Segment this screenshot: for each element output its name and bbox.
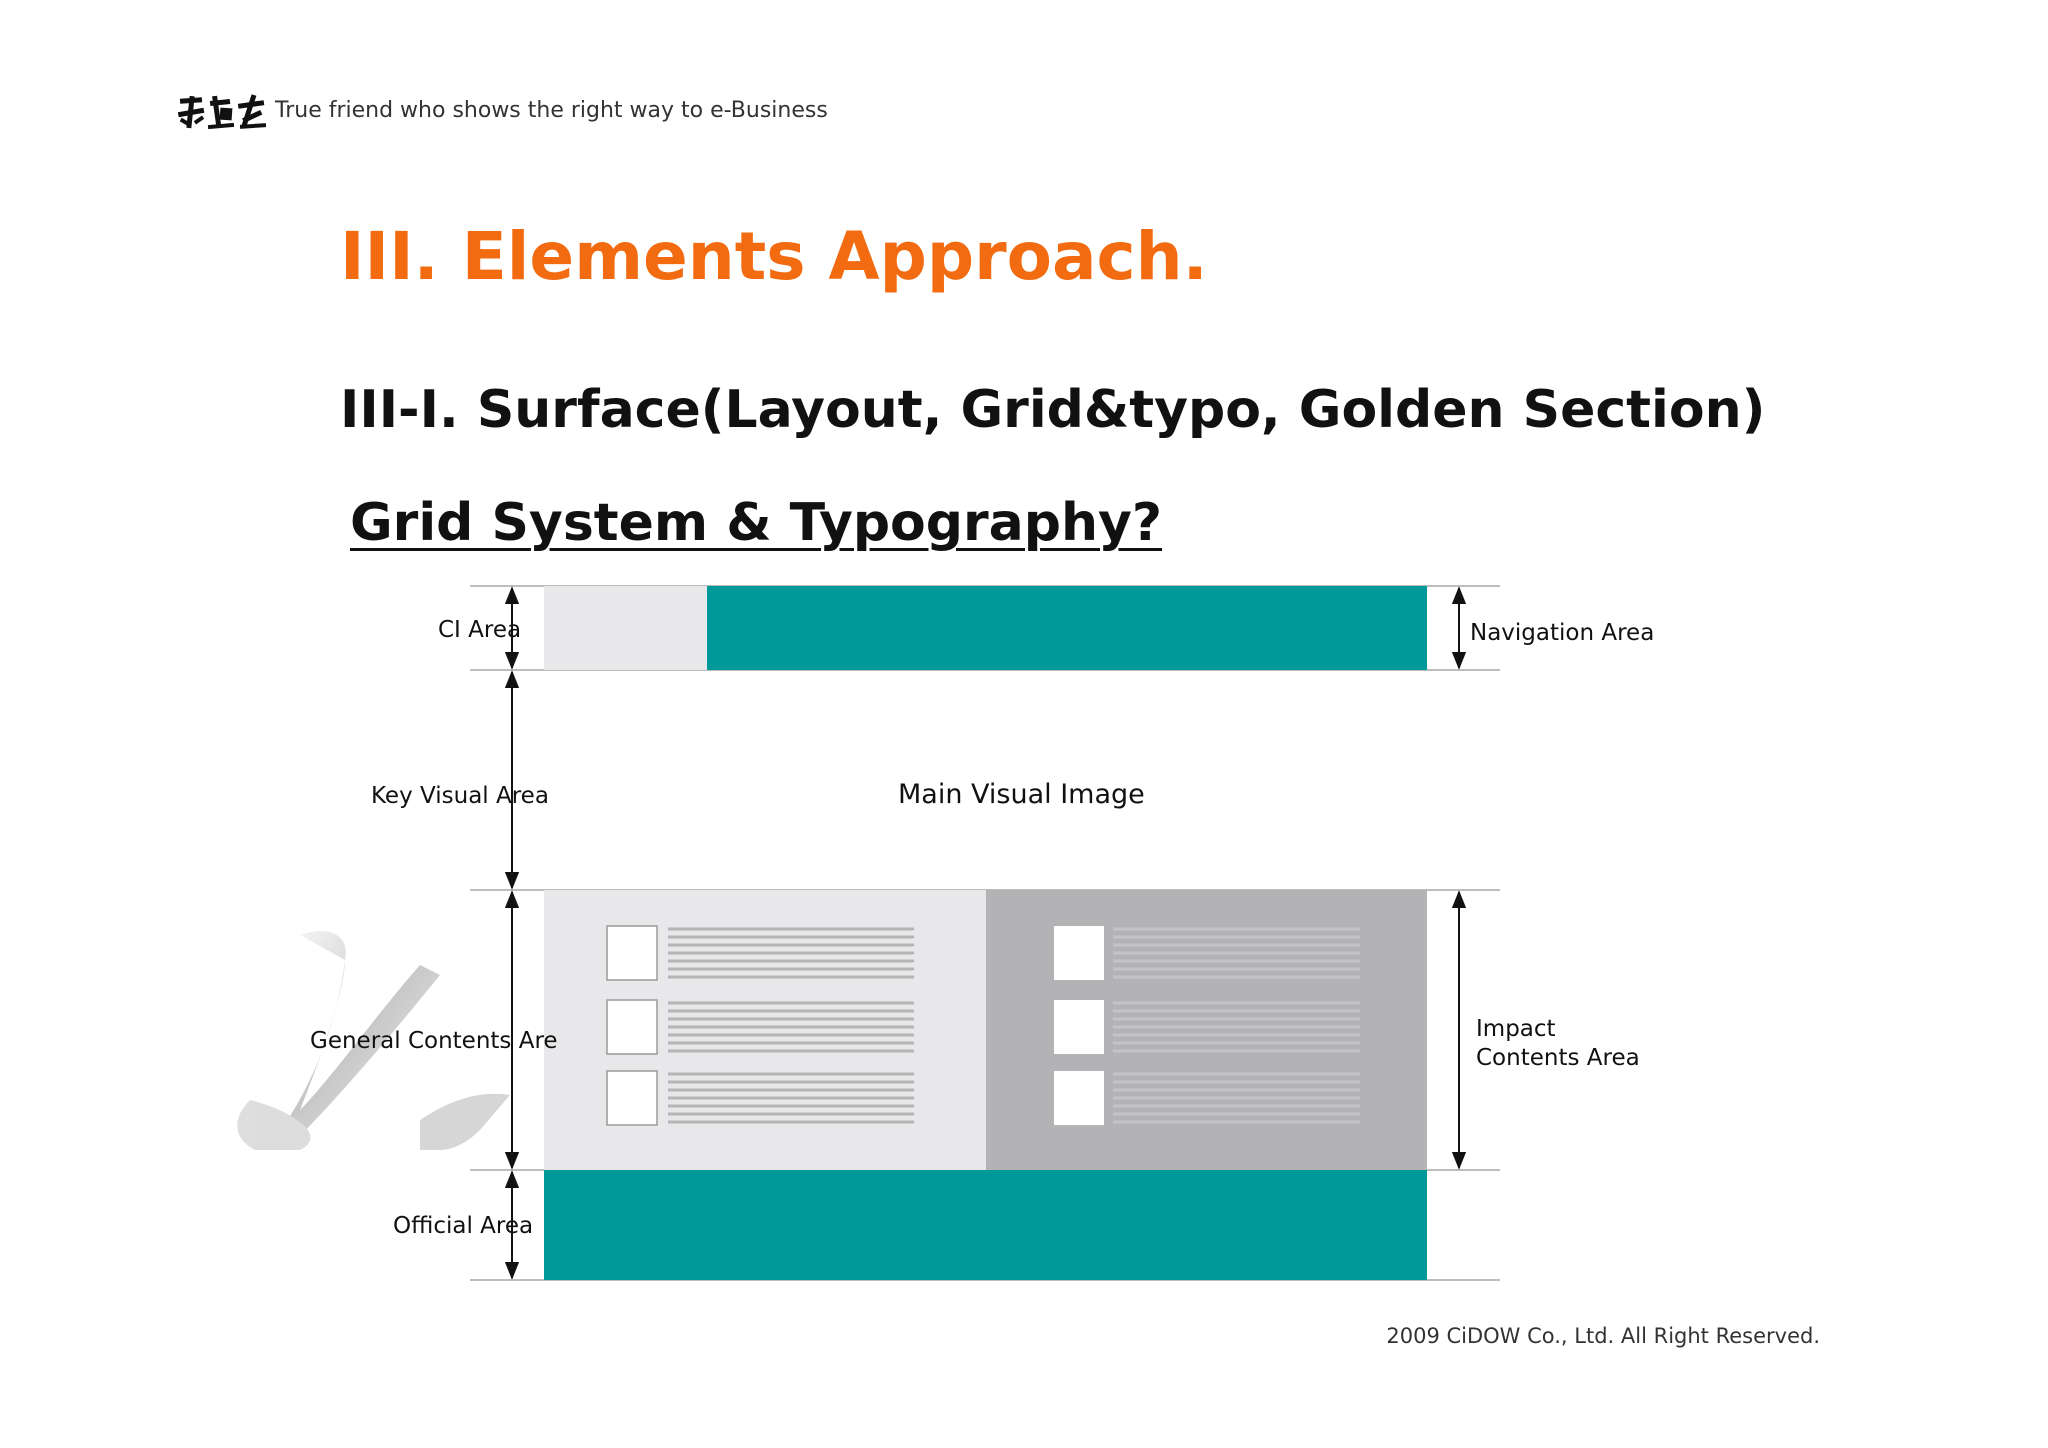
page-title: III. Elements Approach. [340, 218, 1208, 295]
list-item [1054, 926, 1360, 980]
ci-area-block [544, 586, 707, 670]
list-item [1054, 1000, 1360, 1054]
main-visual-image-label: Main Visual Image [898, 779, 1145, 810]
navigation-area-label: Navigation Area [1470, 620, 1655, 646]
official-area-bar [544, 1170, 1427, 1280]
left-list [606, 925, 914, 1126]
right-list [1054, 926, 1360, 1125]
impact-contents-label-line1: Impact [1476, 1016, 1556, 1042]
key-visual-area-label: Key Visual Area [371, 783, 549, 809]
official-area-label: Official Area [393, 1213, 534, 1239]
impact-contents-block [986, 890, 1427, 1170]
list-item [606, 1070, 914, 1126]
calligraphy-logo-icon [177, 94, 267, 130]
decorative-swoosh [237, 931, 510, 1150]
tagline: True friend who shows the right way to e… [275, 98, 828, 123]
ci-area-label: CI Area [438, 617, 522, 643]
navigation-bar [707, 586, 1427, 670]
list-item [1054, 1071, 1360, 1125]
section-heading: Grid System & Typography? [350, 493, 1163, 553]
impact-contents-label-line2: Contents Area [1476, 1045, 1640, 1071]
general-contents-area-label: General Contents Are [310, 1028, 558, 1054]
list-item [606, 999, 914, 1055]
page-subtitle: III-I. Surface(Layout, Grid&typo, Golden… [340, 380, 1766, 440]
copyright-footer: 2009 CiDOW Co., Ltd. All Right Reserved. [1386, 1324, 1820, 1348]
list-item [606, 925, 914, 981]
